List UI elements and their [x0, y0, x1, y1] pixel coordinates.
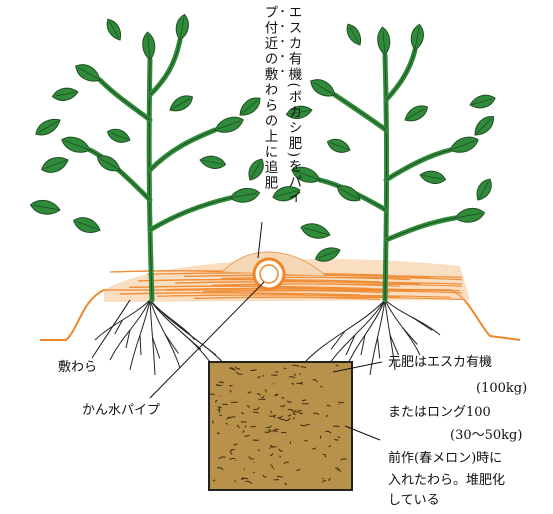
root	[140, 335, 141, 355]
leaf	[402, 102, 431, 125]
leaf	[299, 221, 331, 242]
leaf	[213, 113, 246, 136]
stem	[386, 218, 455, 240]
leaf	[105, 126, 132, 145]
root	[413, 318, 433, 331]
compost-fiber	[281, 432, 286, 433]
leaf	[473, 176, 495, 203]
leaf	[167, 92, 196, 115]
annotation-line-1: エスカ有機(ボカシ肥)をパイ	[286, 5, 300, 206]
leaf	[419, 169, 447, 185]
compost-fiber	[253, 473, 254, 474]
leaf	[471, 112, 498, 139]
compost-fiber	[321, 436, 322, 438]
buried-straw-compost	[209, 362, 352, 490]
root	[331, 331, 345, 349]
leaf	[343, 22, 364, 48]
leaf	[29, 198, 61, 217]
label-base-fertilizer-4: (30〜50kg)	[450, 429, 522, 442]
compost-fiber	[271, 411, 272, 413]
root	[165, 334, 179, 354]
label-straw: 敷わら	[58, 361, 97, 374]
label-pipe: かん水パイプ	[82, 404, 160, 417]
label-buried-straw-3: している	[388, 494, 440, 507]
root	[180, 331, 201, 349]
compost-fiber	[250, 426, 256, 427]
leaf	[103, 17, 124, 43]
root	[378, 338, 380, 359]
leaf	[409, 23, 425, 51]
leaf	[33, 115, 63, 139]
root	[403, 328, 418, 345]
label-base-fertilizer-2: (100kg)	[476, 382, 527, 395]
label-base-fertilizer-3: またはロング100	[388, 406, 491, 419]
leaf	[229, 186, 261, 205]
leaf	[325, 136, 352, 155]
stem	[150, 198, 230, 230]
leaf	[39, 154, 70, 176]
label-base-fertilizer-1: 元肥はエスカ有機	[388, 356, 492, 369]
compost-fiber	[212, 421, 213, 424]
label-buried-straw-2: 入れたわら。堆肥化	[388, 474, 505, 487]
label-buried-straw-1: 前作(春メロン)時に	[388, 452, 502, 465]
leaf	[468, 92, 496, 110]
leaf	[51, 86, 79, 102]
stem	[386, 50, 415, 100]
compost-fiber	[294, 417, 295, 419]
leaf	[448, 133, 481, 156]
leaf	[71, 214, 102, 236]
leaf	[174, 13, 190, 41]
irrigation-pipe	[254, 259, 284, 289]
root	[346, 335, 355, 355]
stem-outline	[335, 95, 386, 130]
leaf	[60, 133, 93, 156]
leader-straw	[92, 300, 130, 358]
compost-fiber	[231, 402, 238, 403]
compost-fiber	[333, 426, 340, 427]
leaf	[236, 94, 264, 120]
leaf	[377, 27, 391, 56]
leaf	[142, 32, 156, 61]
annotation-line-2: プ付近の敷わらの上に追肥	[262, 5, 276, 191]
compost-fiber	[323, 454, 326, 455]
leaf	[454, 206, 486, 225]
leaf	[199, 154, 227, 170]
